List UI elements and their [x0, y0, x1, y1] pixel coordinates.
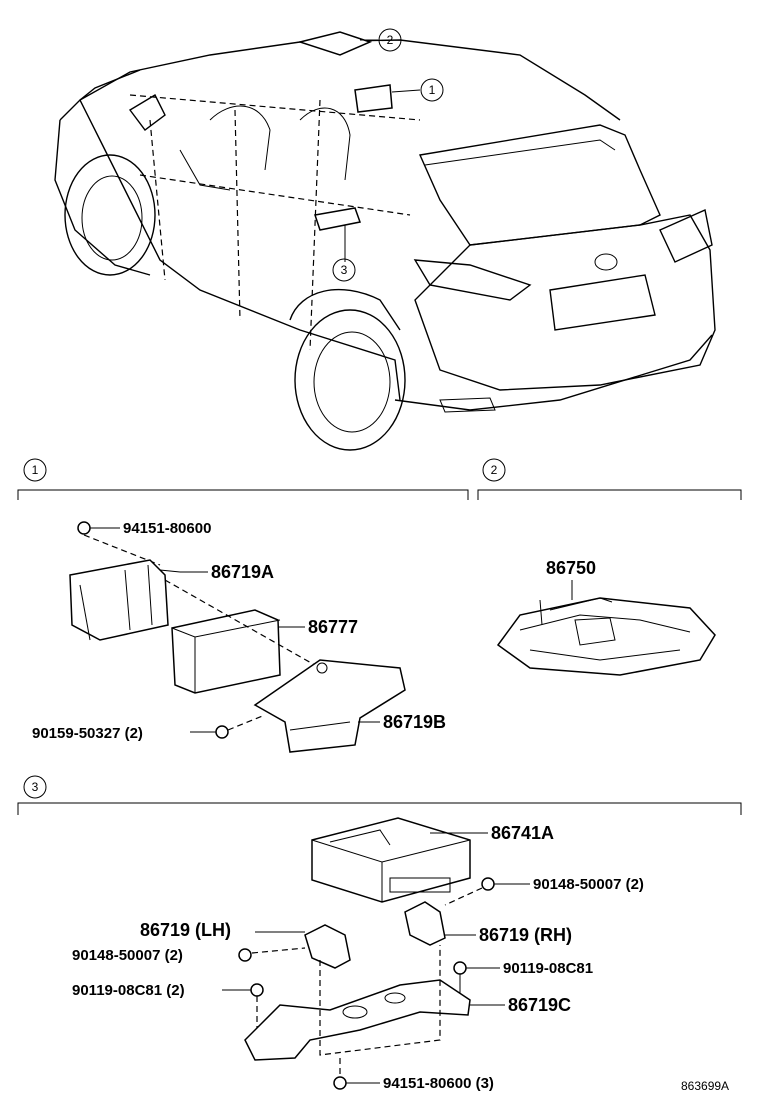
- section-3-parts: 86741A 90148-50007 (2) 86719 (RH) 90119-…: [72, 817, 644, 1092]
- nut-icon: [333, 1076, 347, 1090]
- svg-text:1: 1: [32, 463, 39, 477]
- bolt-icon: [453, 961, 467, 975]
- svg-text:94151-80600 (3): 94151-80600 (3): [383, 1075, 494, 1092]
- svg-text:90148-50007 (2): 90148-50007 (2): [533, 876, 644, 893]
- svg-text:86750: 86750: [546, 558, 596, 578]
- svg-text:2: 2: [387, 33, 394, 47]
- svg-text:1: 1: [429, 83, 436, 97]
- callout-1: 1: [420, 78, 444, 102]
- callout-2: 2: [378, 28, 402, 52]
- nut-icon: [77, 521, 91, 535]
- vehicle-illustration: [54, 31, 716, 451]
- section-3-header: 3: [17, 775, 742, 815]
- bolt-icon: [481, 877, 495, 891]
- callout-3: 3: [332, 258, 356, 282]
- svg-text:3: 3: [32, 780, 39, 794]
- svg-text:90159-50327 (2): 90159-50327 (2): [32, 725, 143, 742]
- svg-text:90119-08C81: 90119-08C81: [503, 960, 593, 977]
- section-2-parts: 86750: [496, 558, 716, 676]
- nut-icon: [215, 725, 229, 739]
- section-1-header: 1: [17, 458, 469, 500]
- svg-text:86741A: 86741A: [491, 823, 554, 843]
- svg-text:90148-50007 (2): 90148-50007 (2): [72, 947, 183, 964]
- svg-text:86719A: 86719A: [211, 562, 274, 582]
- svg-text:86719B: 86719B: [383, 712, 446, 732]
- svg-text:86719C: 86719C: [508, 995, 571, 1015]
- svg-text:90119-08C81 (2): 90119-08C81 (2): [72, 982, 185, 999]
- svg-text:3: 3: [341, 263, 348, 277]
- svg-text:2: 2: [491, 463, 498, 477]
- section-2-header: 2: [477, 458, 742, 500]
- bolt-icon: [238, 948, 252, 962]
- svg-text:86719 (LH): 86719 (LH): [140, 920, 231, 940]
- bolt-icon: [250, 983, 264, 997]
- section-1-parts: 94151-80600 86719A 86777 86719B 90159-50…: [32, 520, 446, 753]
- svg-text:94151-80600: 94151-80600: [123, 520, 211, 537]
- figure-reference: 863699A: [681, 1079, 729, 1093]
- svg-text:86777: 86777: [308, 617, 358, 637]
- svg-text:86719 (RH): 86719 (RH): [479, 925, 572, 945]
